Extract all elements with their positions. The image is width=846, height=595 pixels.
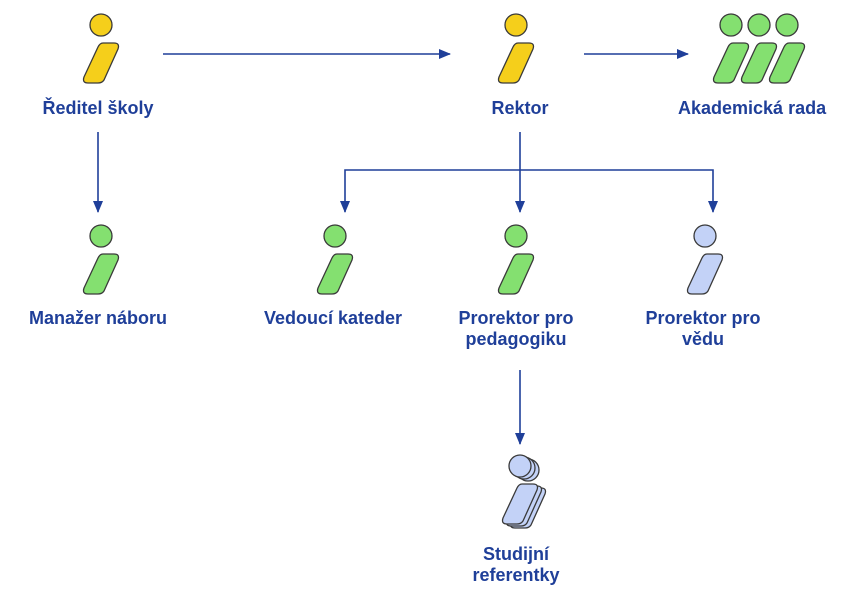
node-label-line: Prorektor pro	[458, 308, 574, 328]
arrow-rektor-to-vedouci	[340, 169, 520, 213]
node-label-manazer: Manažer náboru	[29, 308, 167, 329]
node-label-line: pedagogiku	[465, 329, 567, 349]
node-label-rektor: Rektor	[492, 98, 549, 119]
node-label-line: Ředitel školy	[42, 98, 154, 118]
node-label-line: Manažer náboru	[29, 308, 168, 328]
icons	[82, 13, 806, 529]
person-icon	[82, 224, 120, 295]
person-icon	[686, 224, 724, 295]
node-label-reditel: Ředitel školy	[43, 98, 154, 119]
person-icon	[316, 224, 354, 295]
arrow-rektor-to-prorektor_veda	[520, 169, 718, 213]
node-label-akademicka: Akademická rada	[678, 98, 826, 119]
node-label-line: vědu	[682, 329, 725, 349]
node-label-line: Vedoucí kateder	[264, 308, 403, 328]
node-label-line: Akademická rada	[678, 98, 827, 118]
connectors	[93, 49, 718, 445]
node-label-vedouci: Vedoucí kateder	[264, 308, 402, 329]
multi-person-icon	[501, 454, 547, 529]
group-icon	[712, 13, 806, 84]
node-label-line: Rektor	[491, 98, 549, 118]
node-label-line: Prorektor pro	[645, 308, 761, 328]
person-icon	[82, 13, 120, 84]
node-label-line: Studijní	[483, 544, 550, 564]
person-icon	[497, 224, 535, 295]
node-label-line: referentky	[472, 565, 560, 585]
person-icon	[497, 13, 535, 84]
